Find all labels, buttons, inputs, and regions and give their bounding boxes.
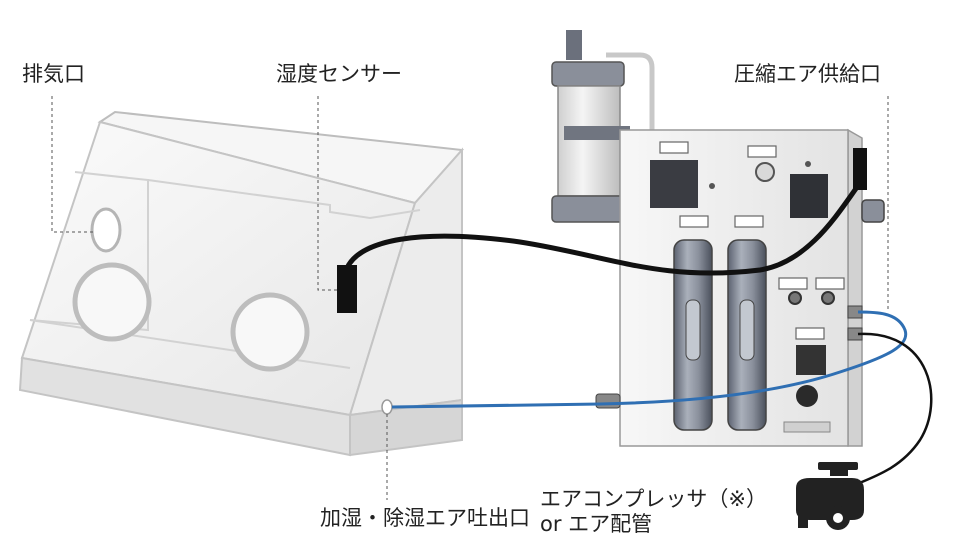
label-air-compressor: エアコンプレッサ（※） or エア配管 xyxy=(540,487,767,537)
fitting-left xyxy=(595,393,621,409)
cylinder-bracket xyxy=(564,126,630,140)
display-right xyxy=(790,174,828,218)
glovebox-inner-frame-top xyxy=(147,179,421,220)
leader-sensor xyxy=(317,96,337,291)
display-lower xyxy=(796,345,826,375)
glove-port-left xyxy=(72,262,152,342)
cylinder-body xyxy=(557,85,621,197)
label-humid-dehumid-outlet: 加湿・除湿エア吐出口 xyxy=(320,506,530,530)
flow-tube-left-window xyxy=(685,299,701,361)
panel-tag xyxy=(659,141,689,154)
compressor-hose xyxy=(849,332,933,489)
gauge-top xyxy=(755,162,775,182)
exhaust-port xyxy=(90,207,122,253)
leader-exhaust xyxy=(51,96,94,233)
display-left xyxy=(650,160,698,208)
blue-tube-outlet xyxy=(391,310,908,409)
cylinder-hose xyxy=(606,52,655,130)
glove-box xyxy=(18,110,465,457)
knob xyxy=(796,385,818,407)
panel-tag xyxy=(679,215,709,228)
cylinder-bottom xyxy=(551,195,625,223)
sensor-cable xyxy=(344,181,863,276)
glove-port-right xyxy=(230,292,310,372)
label-humidity-sensor: 湿度センサー xyxy=(276,62,402,86)
top-fitting xyxy=(566,30,582,60)
panel-tag xyxy=(747,145,777,158)
compressed-air-inlet xyxy=(853,148,867,190)
panel-tag xyxy=(778,277,808,290)
cylinder-cap xyxy=(551,61,625,87)
panel-label-plate xyxy=(783,421,831,433)
glovebox-base-side xyxy=(349,398,463,457)
label-compressor-line2: or エア配管 xyxy=(540,512,653,537)
panel-screw xyxy=(709,183,715,189)
label-compressed-air-supply: 圧縮エア供給口 xyxy=(734,62,881,86)
humidity-sensor xyxy=(337,265,357,313)
panel-tag xyxy=(795,327,825,340)
side-port xyxy=(861,199,885,223)
flow-tube-right-window xyxy=(739,299,755,361)
label-compressor-line1: エアコンプレッサ（※） xyxy=(540,487,767,511)
humid-outlet-port xyxy=(381,399,393,415)
panel-screw xyxy=(805,161,811,167)
air-compressor-icon xyxy=(796,462,864,530)
panel-tag xyxy=(815,277,845,290)
valve-right xyxy=(821,291,835,305)
panel-tag xyxy=(734,215,764,228)
label-exhaust: 排気口 xyxy=(22,62,85,86)
valve-left xyxy=(788,291,802,305)
control-unit xyxy=(551,30,885,447)
